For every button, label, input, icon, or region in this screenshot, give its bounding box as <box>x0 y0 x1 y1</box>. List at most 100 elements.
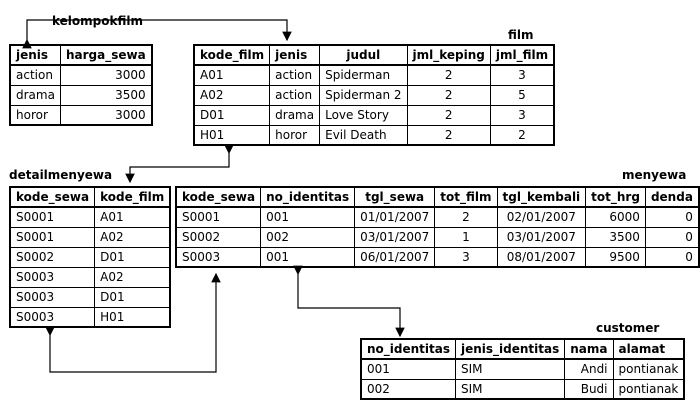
header-jml-keping: jml_keping <box>406 44 491 66</box>
cell: 0 <box>644 206 700 228</box>
cell: Spiderman 2 <box>319 84 408 106</box>
film-title: film <box>508 28 534 42</box>
table-row: H01 horor Evil Death 2 2 <box>193 124 555 146</box>
cell: 9500 <box>585 246 646 268</box>
header-no-identitas: no_identitas <box>360 338 456 360</box>
table-row: A01 action Spiderman 2 3 <box>193 64 555 86</box>
cell: action <box>9 64 61 86</box>
customer-title: customer <box>596 321 660 335</box>
header-kode-sewa: kode_sewa <box>9 186 96 208</box>
link-film-detailmenyewa <box>125 144 234 184</box>
cell: 02/01/2007 <box>496 206 587 228</box>
cell: SIM <box>454 358 566 380</box>
cell: 3000 <box>59 64 153 86</box>
cell: 3500 <box>585 226 646 248</box>
table-row: drama 3500 <box>9 84 153 106</box>
table-row: S0003 A02 <box>9 266 171 288</box>
cell: S0003 <box>9 306 96 328</box>
cell: 3500 <box>59 84 153 106</box>
cell: horor <box>269 124 321 146</box>
cell: Budi <box>564 378 614 400</box>
cell: Evil Death <box>319 124 408 146</box>
cell: 6000 <box>585 206 646 228</box>
header-jenis: jenis <box>269 44 321 66</box>
header-tot-hrg: tot_hrg <box>585 186 646 208</box>
cell: Andi <box>564 358 614 380</box>
cell: 002 <box>360 378 456 400</box>
header-harga-sewa: harga_sewa <box>59 44 153 66</box>
header-kode-film: kode_film <box>94 186 171 208</box>
cell: 3 <box>489 104 555 126</box>
table-kelompokfilm: jenis harga_sewa action 3000 drama 3500 … <box>9 44 153 126</box>
cell: 2 <box>489 124 555 146</box>
table-row: S0001 A02 <box>9 226 171 248</box>
header-tot-film: tot_film <box>434 186 498 208</box>
cell: Spiderman <box>319 64 408 86</box>
cell: pontianak <box>612 378 685 400</box>
cell: 001 <box>260 206 356 228</box>
cell: 01/01/2007 <box>354 206 436 228</box>
table-row: S0002 002 03/01/2007 1 03/01/2007 3500 0 <box>175 226 700 248</box>
header-kode-film: kode_film <box>193 44 271 66</box>
table-row: S0003 001 06/01/2007 3 08/01/2007 9500 0 <box>175 246 700 268</box>
cell: action <box>269 64 321 86</box>
cell: S0002 <box>9 246 96 268</box>
cell: drama <box>269 104 321 126</box>
cell: A02 <box>94 226 171 248</box>
table-row: action 3000 <box>9 64 153 86</box>
cell: A02 <box>94 266 171 288</box>
table-row: 002 SIM Budi pontianak <box>360 378 685 400</box>
table-customer: no_identitas jenis_identitas nama alamat… <box>360 338 686 400</box>
table-row: S0002 D01 <box>9 246 171 268</box>
link-menyewa-customer <box>293 265 405 338</box>
table-menyewa: kode_sewa no_identitas tgl_sewa tot_film… <box>175 186 700 268</box>
cell: 1 <box>434 226 498 248</box>
table-row: S0001 A01 <box>9 206 171 228</box>
table-row: A02 action Spiderman 2 2 5 <box>193 84 555 106</box>
cell: D01 <box>193 104 271 126</box>
header-tgl-sewa: tgl_sewa <box>354 186 436 208</box>
table-film: kode_film jenis judul jml_keping jml_fil… <box>193 44 556 146</box>
cell: S0003 <box>175 246 262 268</box>
cell: S0001 <box>9 226 96 248</box>
cell: 0 <box>644 226 700 248</box>
cell: 03/01/2007 <box>354 226 436 248</box>
cell: pontianak <box>612 358 685 380</box>
cell: 08/01/2007 <box>496 246 587 268</box>
cell: 2 <box>406 104 491 126</box>
cell: 06/01/2007 <box>354 246 436 268</box>
table-row: 001 SIM Andi pontianak <box>360 358 685 380</box>
cell: D01 <box>94 286 171 308</box>
kelompokfilm-title: kelompokfilm <box>52 14 143 28</box>
detailmenyewa-title: detailmenyewa <box>9 168 113 182</box>
cell: 03/01/2007 <box>496 226 587 248</box>
cell: A01 <box>94 206 171 228</box>
cell: 2 <box>406 64 491 86</box>
header-jml-film: jml_film <box>489 44 555 66</box>
header-nama: nama <box>564 338 614 360</box>
cell: 3000 <box>59 104 153 126</box>
cell: S0003 <box>9 286 96 308</box>
cell: S0001 <box>9 206 96 228</box>
cell: 2 <box>434 206 498 228</box>
cell: 0 <box>644 246 700 268</box>
cell: Love Story <box>319 104 408 126</box>
header-jenis: jenis <box>9 44 61 66</box>
table-row: horor 3000 <box>9 104 153 126</box>
cell: 002 <box>260 226 356 248</box>
cell: S0002 <box>175 226 262 248</box>
cell: SIM <box>454 378 566 400</box>
cell: S0003 <box>9 266 96 288</box>
table-row: S0003 H01 <box>9 306 171 328</box>
table-row: S0001 001 01/01/2007 2 02/01/2007 6000 0 <box>175 206 700 228</box>
cell: 3 <box>434 246 498 268</box>
cell: 2 <box>406 124 491 146</box>
cell: action <box>269 84 321 106</box>
cell: S0001 <box>175 206 262 228</box>
cell: 5 <box>489 84 555 106</box>
cell: D01 <box>94 246 171 268</box>
header-tgl-kembali: tgl_kembali <box>496 186 587 208</box>
header-alamat: alamat <box>612 338 685 360</box>
cell: drama <box>9 84 61 106</box>
header-no-identitas: no_identitas <box>260 186 356 208</box>
